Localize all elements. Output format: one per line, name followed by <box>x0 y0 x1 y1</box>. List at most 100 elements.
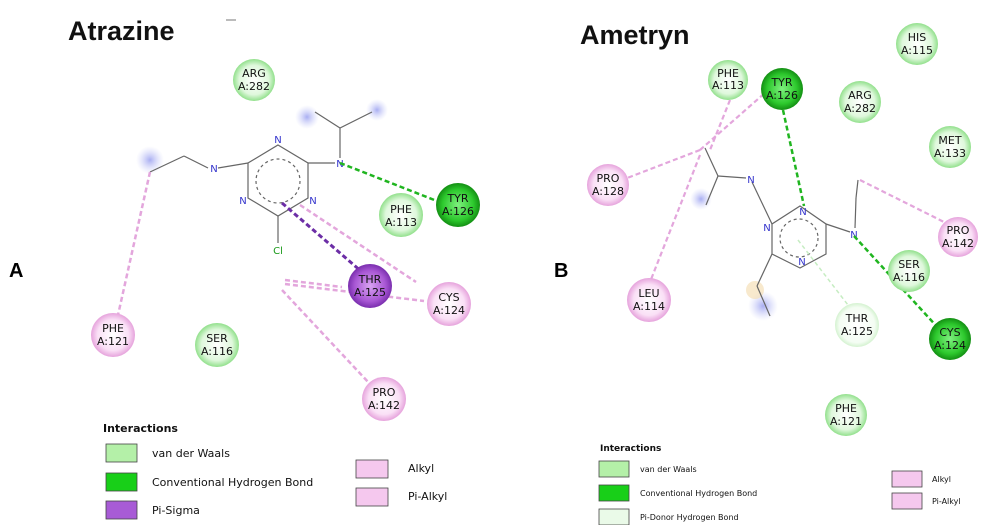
residue-leu-114: LEU A:114 <box>627 278 671 322</box>
alkyl-line <box>281 289 370 384</box>
residue-phe-113: PHE A:113 <box>379 193 423 237</box>
svg-text:A:128: A:128 <box>592 185 624 198</box>
svg-text:PHE: PHE <box>835 402 857 415</box>
sulfur-spot <box>746 281 764 299</box>
residue-tyr-126: TYR A:126 <box>761 68 803 110</box>
alkyl-line <box>116 171 152 316</box>
panel-a-legend: Interactions van der Waals Conventional … <box>103 422 447 520</box>
solvent-accessible-spot <box>295 105 319 129</box>
svg-text:Conventional Hydrogen Bond: Conventional Hydrogen Bond <box>152 476 313 489</box>
atrazine-ligand <box>149 111 373 243</box>
solvent-accessible-spot <box>136 146 164 174</box>
svg-text:A:126: A:126 <box>766 89 798 102</box>
svg-text:TYR: TYR <box>770 76 792 89</box>
panel-b: Ametryn B N N N N N <box>554 20 978 525</box>
legend-swatch-alkyl <box>891 470 923 488</box>
svg-text:A:142: A:142 <box>942 237 974 250</box>
residue-arg-282: ARG A:282 <box>233 59 275 101</box>
nitrogen-atom: N <box>747 175 754 186</box>
residue-his-115: HIS A:115 <box>896 23 938 65</box>
svg-text:THR: THR <box>358 273 382 286</box>
nitrogen-atom: N <box>239 196 246 207</box>
nitrogen-atom: N <box>798 257 805 268</box>
svg-text:A:116: A:116 <box>893 271 925 284</box>
hbond-line <box>339 161 443 205</box>
svg-text:A:113: A:113 <box>712 79 744 92</box>
svg-text:A:124: A:124 <box>934 339 966 352</box>
residue-pro-142: PRO A:142 <box>362 377 406 421</box>
residue-pro-128: PRO A:128 <box>587 164 629 206</box>
alkyl-line <box>699 91 767 151</box>
pi-donor-line <box>797 239 849 306</box>
svg-text:Interactions: Interactions <box>103 422 178 435</box>
svg-text:A:133: A:133 <box>934 147 966 160</box>
svg-text:Alkyl: Alkyl <box>408 462 434 475</box>
svg-text:A:114: A:114 <box>633 300 665 313</box>
alkyl-line <box>284 278 343 289</box>
alkyl-line <box>621 148 701 182</box>
svg-text:CYS: CYS <box>438 291 459 304</box>
svg-text:PRO: PRO <box>373 386 396 399</box>
legend-swatch-vdw <box>105 443 138 463</box>
svg-text:A:282: A:282 <box>238 80 270 93</box>
svg-text:PRO: PRO <box>947 224 970 237</box>
residue-phe-121: PHE A:121 <box>825 394 867 436</box>
nitrogen-atom: N <box>274 135 281 146</box>
panel-b-title: Ametryn <box>580 20 690 50</box>
svg-text:A:125: A:125 <box>841 325 873 338</box>
residue-arg-282: ARG A:282 <box>839 81 881 123</box>
legend-swatch-hbond <box>105 472 138 492</box>
interaction-lines <box>621 91 945 331</box>
nitrogen-atom: N <box>850 230 857 241</box>
svg-text:PHE: PHE <box>102 322 124 335</box>
atom-labels: N N N N N Cl <box>210 135 343 257</box>
interaction-lines <box>116 161 443 384</box>
solvent-accessible-spot <box>366 99 388 121</box>
legend-swatch-hbond <box>598 484 630 502</box>
svg-text:A:121: A:121 <box>97 335 129 348</box>
svg-text:Pi-Donor Hydrogen Bond: Pi-Donor Hydrogen Bond <box>640 513 739 522</box>
svg-text:A:116: A:116 <box>201 345 233 358</box>
svg-text:SER: SER <box>206 332 228 345</box>
residue-phe-113: PHE A:113 <box>708 60 748 100</box>
hbond-line <box>781 109 806 207</box>
alkyl-line <box>299 203 417 284</box>
hbond-line <box>853 235 941 331</box>
residue-cys-124: CYS A:124 <box>929 318 971 360</box>
svg-text:A:142: A:142 <box>368 399 400 412</box>
panel-b-legend: Interactions van der Waals Conventional … <box>598 444 961 525</box>
panel-a-title: Atrazine <box>68 16 175 46</box>
svg-text:PHE: PHE <box>717 67 739 80</box>
nitrogen-atom: N <box>336 159 343 170</box>
svg-text:A:113: A:113 <box>385 216 417 229</box>
nitrogen-atom: N <box>309 196 316 207</box>
svg-text:Pi-Alkyl: Pi-Alkyl <box>408 490 447 503</box>
ametryn-ligand <box>704 147 859 317</box>
nitrogen-atom: N <box>210 164 217 175</box>
legend-swatch-pialkyl <box>355 487 389 507</box>
svg-text:THR: THR <box>845 312 869 325</box>
residue-cys-124: CYS A:124 <box>427 282 471 326</box>
panel-b-label: B <box>554 260 568 282</box>
residue-thr-125: THR A:125 <box>348 264 392 308</box>
legend-swatch-pialkyl <box>891 492 923 510</box>
residue-pro-142: PRO A:142 <box>938 217 978 257</box>
svg-text:ARG: ARG <box>848 89 872 102</box>
svg-text:PRO: PRO <box>597 172 620 185</box>
svg-text:A:282: A:282 <box>844 102 876 115</box>
svg-text:Pi-Sigma: Pi-Sigma <box>152 504 200 517</box>
svg-text:TYR: TYR <box>446 192 468 205</box>
svg-text:PHE: PHE <box>390 203 412 216</box>
residue-ser-116: SER A:116 <box>888 250 930 292</box>
legend-swatch-vdw <box>598 460 630 478</box>
svg-text:LEU: LEU <box>638 287 659 300</box>
svg-text:ARG: ARG <box>242 67 266 80</box>
svg-text:A:125: A:125 <box>354 286 386 299</box>
residue-tyr-126: TYR A:126 <box>436 183 480 227</box>
legend-swatch-pidonor <box>598 508 630 525</box>
svg-text:van der Waals: van der Waals <box>640 465 697 474</box>
svg-text:A:121: A:121 <box>830 415 862 428</box>
svg-text:MET: MET <box>938 134 961 147</box>
svg-text:Conventional Hydrogen Bond: Conventional Hydrogen Bond <box>640 489 757 498</box>
